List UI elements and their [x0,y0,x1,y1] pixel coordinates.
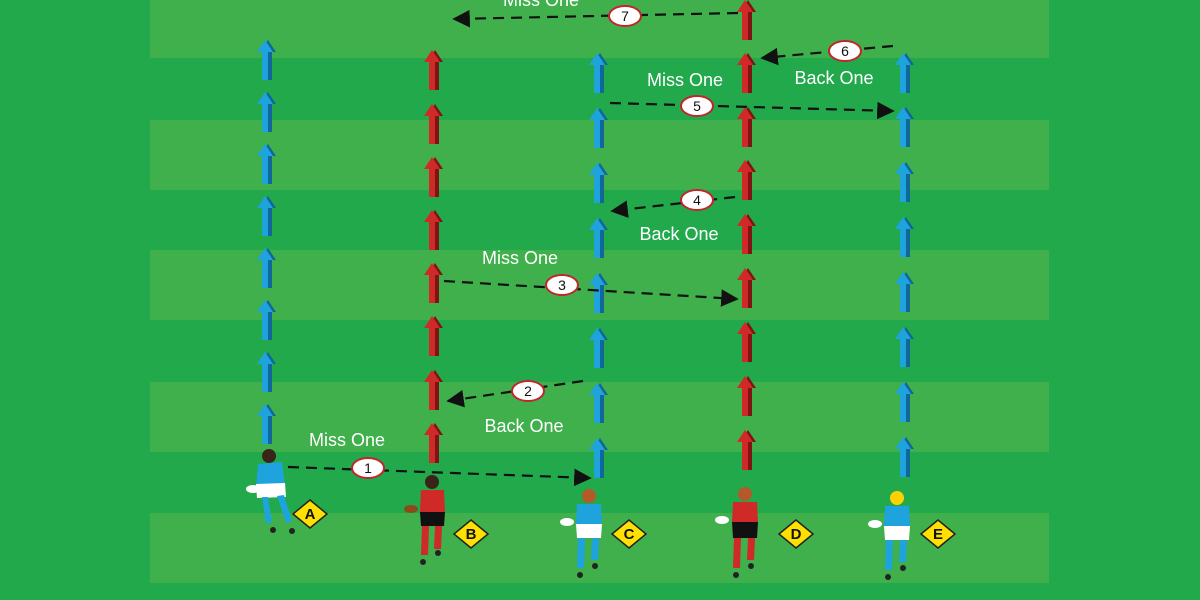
pass-badge-1: 1 [351,457,385,479]
up-arrow-icon [737,160,756,200]
label-miss-one-7: Miss One [503,0,579,10]
cone-label-e: E [933,526,943,543]
up-arrow-icon [257,352,276,392]
label-miss-one-1: Miss One [309,430,385,450]
pass-line-4 [610,195,736,218]
pass-badge-6: 6 [828,40,862,62]
up-arrow-icon [257,196,276,236]
up-arrow-icon [737,376,756,416]
pass-line-6 [760,44,894,66]
up-arrow-icon [424,50,443,90]
up-arrow-icon [895,437,914,477]
up-arrow-icon [737,214,756,254]
pass-lines [287,9,895,487]
pass-badge-4: 4 [680,189,714,211]
up-arrow-icon [424,316,443,356]
up-arrow-icon [589,328,608,368]
up-arrow-icon [737,430,756,470]
pass-number-1: 1 [364,460,372,476]
players: A B [246,449,957,580]
pass-number-badges: 1 2 3 4 5 6 7 [351,5,862,479]
pass-line-1 [287,465,592,487]
up-arrow-icon [589,273,608,313]
label-miss-one-3: Miss One [482,248,558,268]
player-b: B [404,475,490,565]
pass-number-7: 7 [621,8,629,24]
up-arrow-icon [257,40,276,80]
up-arrow-icon [895,162,914,202]
pass-line-5 [609,101,895,120]
rugby-player-icon [715,487,758,578]
up-arrow-icon [737,53,756,93]
up-arrow-icon [895,107,914,147]
up-arrow-icon [424,157,443,197]
up-arrow-icon [589,163,608,203]
up-arrow-icon [589,383,608,423]
player-e: E [868,491,957,580]
up-arrow-icon [589,108,608,148]
up-arrow-icon [737,322,756,362]
up-arrow-icon [257,300,276,340]
label-miss-one-5: Miss One [647,70,723,90]
pass-badge-7: 7 [608,5,642,27]
label-back-one-2: Back One [484,416,563,436]
pass-number-6: 6 [841,43,849,59]
up-arrow-icon [424,370,443,410]
up-arrow-icon [424,423,443,463]
rugby-player-icon [246,449,295,534]
label-back-one-6: Back One [794,68,873,88]
up-arrow-icon [895,53,914,93]
pass-badge-5: 5 [680,95,714,117]
up-arrow-icon [737,107,756,147]
up-arrow-icon [257,248,276,288]
up-arrow-icon [589,53,608,93]
up-arrow-icon [257,404,276,444]
up-arrow-icon [589,218,608,258]
diamond-cone-icon [291,499,329,529]
label-back-one-4: Back One [639,224,718,244]
rugby-player-icon [560,489,602,578]
up-arrow-icon [589,438,608,478]
diamond-cone-icon [919,519,957,549]
run-arrows [257,0,914,478]
up-arrow-icon [424,210,443,250]
up-arrow-icon [737,268,756,308]
diamond-cone-icon [777,519,815,549]
up-arrow-icon [895,272,914,312]
cone-label-b: B [466,526,477,543]
up-arrow-icon [895,217,914,257]
pass-number-3: 3 [558,277,566,293]
up-arrow-icon [257,144,276,184]
pass-number-5: 5 [693,98,701,114]
field-stripe [150,0,1049,58]
rugby-player-icon [404,475,445,565]
player-c: C [560,489,648,578]
pass-line-2 [446,379,584,408]
player-d: D [715,487,815,578]
up-arrow-icon [737,0,756,40]
pass-badge-3: 3 [545,274,579,296]
cone-label-a: A [305,506,316,523]
up-arrow-icon [424,263,443,303]
pass-line-7 [452,9,739,28]
diamond-cone-icon [452,519,490,549]
cone-label-c: C [624,526,635,543]
up-arrow-icon [895,327,914,367]
pass-number-4: 4 [693,192,701,208]
pass-line-3 [443,279,739,307]
diamond-cone-icon [610,519,648,549]
rugby-player-icon [868,491,910,580]
player-a: A [246,449,329,534]
cone-label-d: D [791,526,802,543]
pass-labels: Miss One Back One Miss One Back One Miss… [309,0,874,450]
up-arrow-icon [257,92,276,132]
pass-number-2: 2 [524,383,532,399]
up-arrow-icon [895,382,914,422]
pass-badge-2: 2 [511,380,545,402]
up-arrow-icon [424,104,443,144]
